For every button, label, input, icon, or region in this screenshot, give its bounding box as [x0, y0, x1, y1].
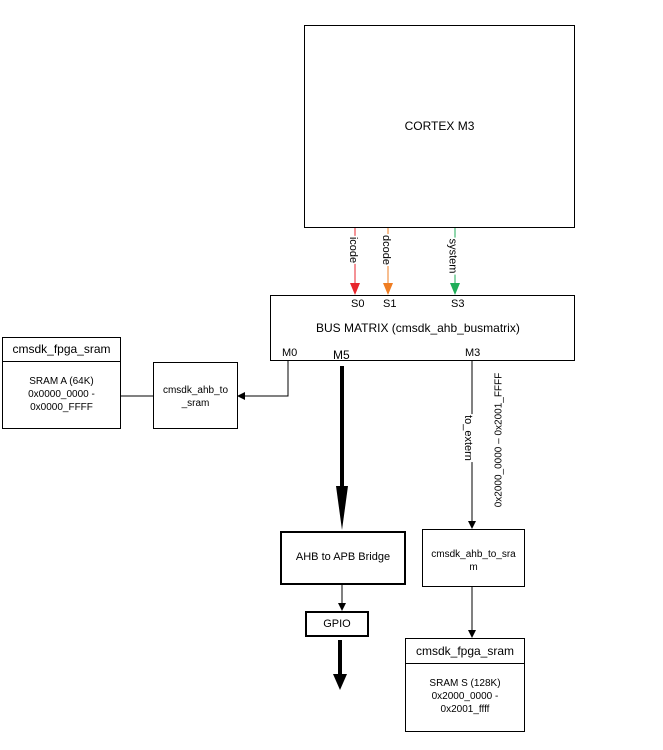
bus-matrix-block: S0 S1 S3 BUS MATRIX (cmsdk_ahb_busmatrix…: [270, 295, 575, 362]
ahb-to-apb-bridge-block: AHB to APB Bridge: [280, 531, 406, 585]
port-m3-label: M3: [465, 347, 481, 359]
m0-to-bridge-line: [237, 360, 289, 400]
left-sram-content: SRAM A (64K) 0x0000_0000 - 0x0000_FFFF: [28, 376, 95, 413]
port-s3-label: S3: [451, 298, 465, 310]
gpio-block: GPIO: [305, 611, 369, 637]
right-sram-header: cmsdk_fpga_sram: [405, 638, 525, 664]
system-bus-label: system: [446, 237, 459, 275]
right-bridge-label: cmsdk_ahb_to_sra m: [431, 549, 516, 573]
dcode-bus-label: dcode: [379, 234, 392, 266]
gpio-out-arrowhead: [333, 674, 347, 690]
left-sram-body: SRAM A (64K) 0x0000_0000 - 0x0000_FFFF: [2, 361, 121, 429]
port-s1-label: S1: [383, 298, 397, 310]
to-extern-bus-label: to_extern: [461, 414, 474, 462]
port-m0-label: M0: [282, 347, 298, 359]
left-ahb-to-sram-block: cmsdk_ahb_to _sram: [153, 362, 238, 429]
apb-bridge-label: AHB to APB Bridge: [295, 551, 391, 563]
left-sram-header: cmsdk_fpga_sram: [2, 337, 121, 362]
extern-address-range: 0x2000_0000 – 0x2001_FFFF: [493, 371, 506, 509]
cortex-m3-block: CORTEX M3: [304, 25, 575, 228]
icode-arrowhead: [350, 283, 360, 295]
dcode-arrowhead: [383, 283, 393, 295]
left-bridge-label: cmsdk_ahb_to _sram: [162, 385, 229, 409]
icode-bus-label: icode: [347, 235, 360, 265]
gpio-label: GPIO: [323, 618, 351, 630]
port-s0-label: S0: [351, 298, 365, 310]
right-ahb-to-sram-block: cmsdk_ahb_to_sra m: [422, 529, 525, 587]
bus-matrix-label: BUS MATRIX (cmsdk_ahb_busmatrix): [316, 321, 520, 335]
right-sram-body: SRAM S (128K) 0x2000_0000 - 0x2001_ffff: [405, 663, 525, 732]
m5-bus-arrowhead: [336, 486, 348, 530]
port-m5-label: M5: [333, 348, 350, 362]
system-arrowhead: [450, 283, 460, 295]
right-sram-title: cmsdk_fpga_sram: [415, 644, 515, 658]
left-sram-title: cmsdk_fpga_sram: [12, 342, 111, 356]
right-sram-content: SRAM S (128K) 0x2000_0000 - 0x2001_ffff: [429, 678, 501, 715]
cortex-m3-label: CORTEX M3: [404, 119, 475, 133]
